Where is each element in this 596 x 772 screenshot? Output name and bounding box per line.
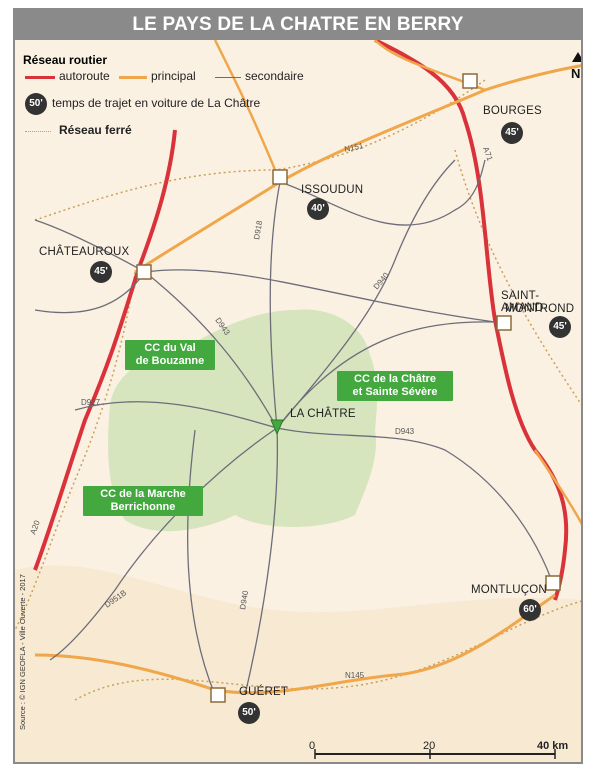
road-label: A71 bbox=[481, 146, 495, 163]
cc-val-de-bouzanne: CC du Val de Bouzanne bbox=[125, 340, 215, 370]
station-icon bbox=[545, 575, 561, 591]
road-label: D918 bbox=[252, 219, 264, 240]
road-n151 bbox=[134, 64, 581, 274]
cc-la-chatre-sainte-severe: CC de la Châtre et Sainte Sévère bbox=[337, 371, 453, 401]
road-label: D943 bbox=[395, 427, 415, 436]
city-la-chatre: LA CHÂTRE bbox=[290, 408, 356, 420]
road-to-saint-amand bbox=[276, 321, 496, 429]
rail-line bbox=[454, 149, 581, 406]
source-credit: Source : © IGN GEOFLA - Ville Ouverte - … bbox=[18, 574, 27, 730]
cc-marche-berrichonne: CC de la Marche Berrichonne bbox=[83, 486, 203, 516]
station-icon bbox=[462, 73, 478, 89]
scale-label-0: 0 bbox=[309, 740, 316, 752]
legend-secondaire-line bbox=[215, 77, 241, 78]
station-icon bbox=[496, 315, 512, 331]
road-to-guret-west bbox=[186, 429, 216, 696]
station-icon bbox=[210, 687, 226, 703]
title-bar bbox=[15, 10, 581, 40]
legend-autoroute-line bbox=[25, 76, 55, 79]
city-saint-amand: SAINT-AMAND- bbox=[501, 290, 548, 314]
time-chateauroux: 45' bbox=[90, 261, 112, 283]
legend-travel-label: temps de trajet en voiture de La Châtre bbox=[52, 96, 261, 110]
road-principal bbox=[213, 39, 282, 183]
road-label: A20 bbox=[28, 519, 42, 536]
terrain-shade bbox=[15, 565, 581, 762]
road-d951b bbox=[49, 427, 278, 661]
time-saint-amand: 45' bbox=[549, 316, 571, 338]
la-chatre-marker bbox=[270, 419, 284, 436]
road-chateauroux-east bbox=[144, 269, 496, 323]
city-saint-amand-2: MONTROND bbox=[505, 303, 575, 315]
scale-label-20: 20 bbox=[423, 740, 436, 752]
road-d943-east bbox=[276, 427, 556, 591]
station-icon bbox=[272, 169, 288, 185]
legend-rail-line bbox=[25, 131, 51, 132]
road-d940-north bbox=[276, 159, 456, 429]
rail-line bbox=[74, 600, 581, 701]
cc-label-line1: CC du Val bbox=[144, 342, 196, 354]
city-gueret: GUÉRET bbox=[239, 686, 289, 698]
autoroute-a20 bbox=[33, 129, 177, 571]
map-title: LE PAYS DE LA CHATRE EN BERRY bbox=[132, 14, 464, 35]
map-frame: N151 A71 D918 D943 D940 D927 D943 D951B … bbox=[13, 8, 583, 764]
north-arrow-icon bbox=[572, 52, 581, 62]
autoroute-a71 bbox=[374, 38, 569, 601]
time-gueret: 50' bbox=[238, 702, 260, 724]
legend-principal-label: principal bbox=[151, 69, 196, 83]
road-d927 bbox=[74, 401, 278, 429]
north-label: N bbox=[571, 66, 581, 81]
legend-rail-label: Réseau ferré bbox=[59, 123, 132, 137]
scale-label-40: 40 km bbox=[537, 740, 569, 752]
road-n145 bbox=[34, 593, 556, 695]
legend-autoroute-label: autoroute bbox=[59, 69, 110, 83]
road-d918 bbox=[269, 181, 281, 429]
road-principal bbox=[533, 449, 581, 526]
cc-label-line1: CC de la Marche bbox=[100, 488, 186, 500]
road-label: D940 bbox=[238, 589, 250, 610]
city-bourges: BOURGES bbox=[483, 105, 542, 117]
city-issoudun: ISSOUDUN bbox=[301, 184, 364, 196]
legend-secondaire-label: secondaire bbox=[245, 69, 304, 83]
station-icon bbox=[136, 264, 152, 280]
rail-line bbox=[15, 271, 136, 631]
legend-principal-line bbox=[119, 76, 147, 79]
road-label: N145 bbox=[345, 671, 365, 680]
time-issoudun: 40' bbox=[307, 198, 329, 220]
cc-label-line2: de Bouzanne bbox=[135, 355, 205, 367]
road-label: N151 bbox=[344, 141, 365, 154]
legend-heading: Réseau routier bbox=[23, 53, 108, 67]
cc-label-line2: et Sainte Sévère bbox=[352, 386, 438, 398]
road-misc bbox=[34, 219, 146, 273]
cc-label-line1: CC de la Châtre bbox=[354, 373, 436, 385]
time-bourges: 45' bbox=[501, 122, 523, 144]
road-d943-north bbox=[144, 271, 278, 429]
road-d940-south bbox=[244, 427, 278, 696]
road-misc bbox=[34, 271, 146, 314]
legend-travel-badge: 50' bbox=[25, 93, 47, 115]
city-chateauroux: CHÂTEAUROUX bbox=[39, 246, 130, 258]
city-montlucon: MONTLUÇON bbox=[471, 584, 547, 596]
cc-label-line2: Berrichonne bbox=[110, 501, 176, 513]
time-montlucon: 60' bbox=[519, 599, 541, 621]
road-label: D927 bbox=[81, 398, 101, 407]
